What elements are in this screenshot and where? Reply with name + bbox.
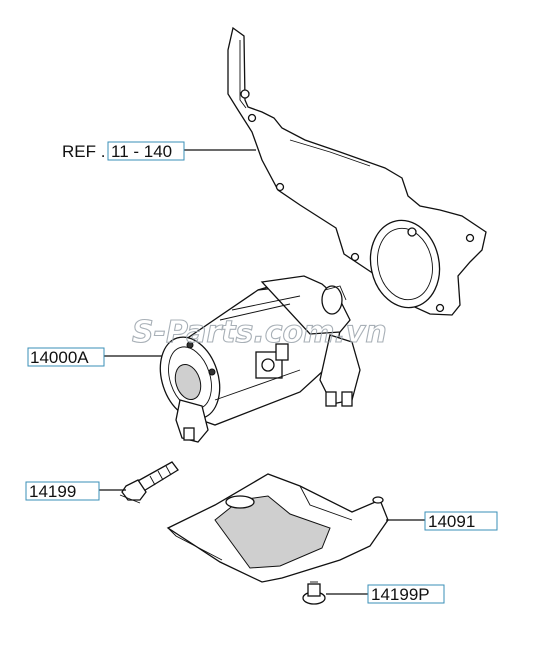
watermark-text: S-Parts.com.vn — [132, 315, 387, 350]
bolt — [119, 461, 179, 504]
small-bolt-part-number: 14199P — [371, 585, 430, 604]
callout-small-bolt[interactable]: 14199P — [367, 584, 445, 604]
heat-shield-part-number: 14091 — [428, 512, 475, 531]
small-bolt — [302, 581, 326, 605]
leader-lines — [99, 149, 425, 595]
callout-ref[interactable]: REF . 11 - 140 — [62, 141, 185, 161]
callout-starter[interactable]: 14000A — [27, 347, 105, 367]
starter-motor — [159, 275, 361, 443]
starter-part-number: 14000A — [30, 348, 89, 367]
rear-plate — [227, 26, 487, 316]
ref-number: 11 - 140 — [111, 142, 172, 161]
ref-prefix: REF . — [62, 142, 105, 161]
bolt-part-number: 14199 — [29, 482, 76, 501]
heat-shield — [166, 473, 389, 583]
callout-bolt[interactable]: 14199 — [25, 481, 100, 501]
callout-heat-shield[interactable]: 14091 — [424, 511, 498, 531]
